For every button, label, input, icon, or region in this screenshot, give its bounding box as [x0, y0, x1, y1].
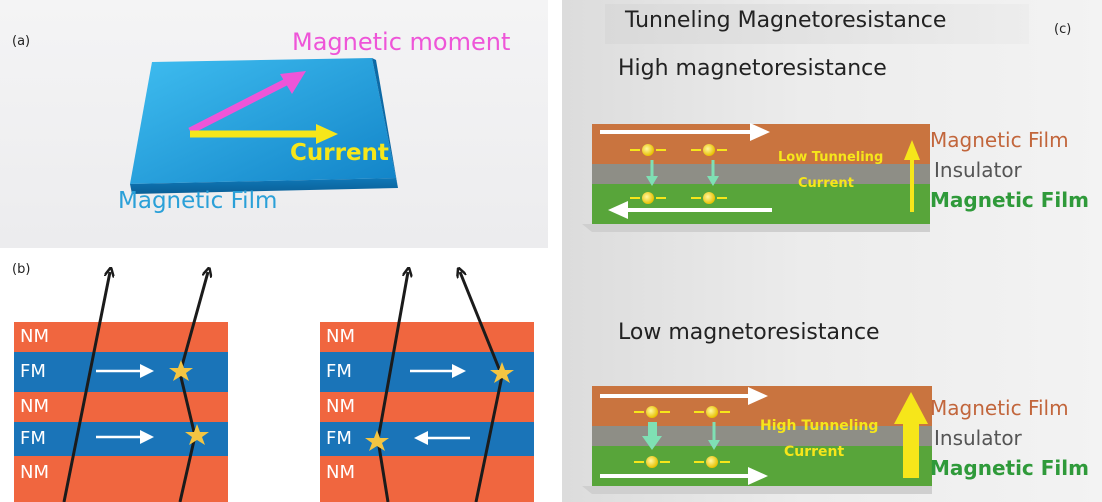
left-layer-stack [14, 322, 228, 502]
left-stack-layer-1: NM [20, 326, 49, 347]
high-mr-legend-insulator: Insulator [934, 158, 1022, 182]
low-mr-spin-arrows [600, 387, 768, 485]
panel-c-label: (c) [1054, 22, 1072, 37]
low-mr-current-line1: High Tunneling [760, 418, 879, 434]
current-arrow [190, 124, 338, 144]
low-mr-heading: Low magnetoresistance [618, 320, 880, 345]
right-stack-layer-5: NM [326, 462, 355, 483]
low-mr-legend-insulator: Insulator [934, 426, 1022, 450]
right-stack-layer-2: FM [326, 361, 352, 382]
left-stack-layer-5: NM [20, 462, 49, 483]
high-mr-spin-arrows [600, 123, 772, 219]
high-mr-electrons [630, 144, 727, 204]
current-label: Current [290, 140, 389, 166]
magnetic-film-slab [130, 58, 398, 194]
high-mr-legend-bottom-film: Magnetic Film [930, 188, 1089, 212]
magnetic-moment-arrow [188, 71, 306, 135]
low-mr-legend-top-film: Magnetic Film [930, 396, 1069, 420]
high-mr-vertical-arrow [904, 140, 920, 212]
right-stack-layer-1: NM [326, 326, 355, 347]
high-mr-legend-top-film: Magnetic Film [930, 128, 1069, 152]
right-stack-layer-3: NM [326, 396, 355, 417]
high-mr-current-line2: Current [798, 176, 854, 191]
right-stack-scattering-stars [365, 362, 514, 451]
tmr-title-box [605, 4, 1029, 44]
magnetic-film-label: Magnetic Film [118, 188, 278, 214]
tmr-title: Tunneling Magnetoresistance [625, 8, 947, 33]
left-stack-spin-arrows [96, 364, 154, 444]
right-stack-layer-4: FM [326, 428, 352, 449]
left-stack-layer-2: FM [20, 361, 46, 382]
low-mr-junction [582, 386, 932, 494]
left-stack-layer-3: NM [20, 396, 49, 417]
left-stack-layer-4: FM [20, 428, 46, 449]
panel-b-label: (b) [12, 262, 31, 277]
high-mr-heading: High magnetoresistance [618, 56, 887, 81]
low-mr-current-line2: Current [784, 444, 845, 460]
low-mr-vertical-arrow [894, 392, 928, 478]
right-stack-spin-arrows [410, 364, 470, 445]
high-mr-junction [582, 124, 930, 232]
low-mr-electrons [634, 406, 730, 468]
magnetic-moment-label: Magnetic moment [292, 28, 511, 56]
left-stack-electron-paths [62, 272, 208, 502]
high-mr-current-line1: Low Tunneling [778, 150, 884, 165]
panel-a-label: (a) [12, 34, 31, 49]
low-mr-legend-bottom-film: Magnetic Film [930, 456, 1089, 480]
left-stack-scattering-stars [169, 360, 209, 445]
